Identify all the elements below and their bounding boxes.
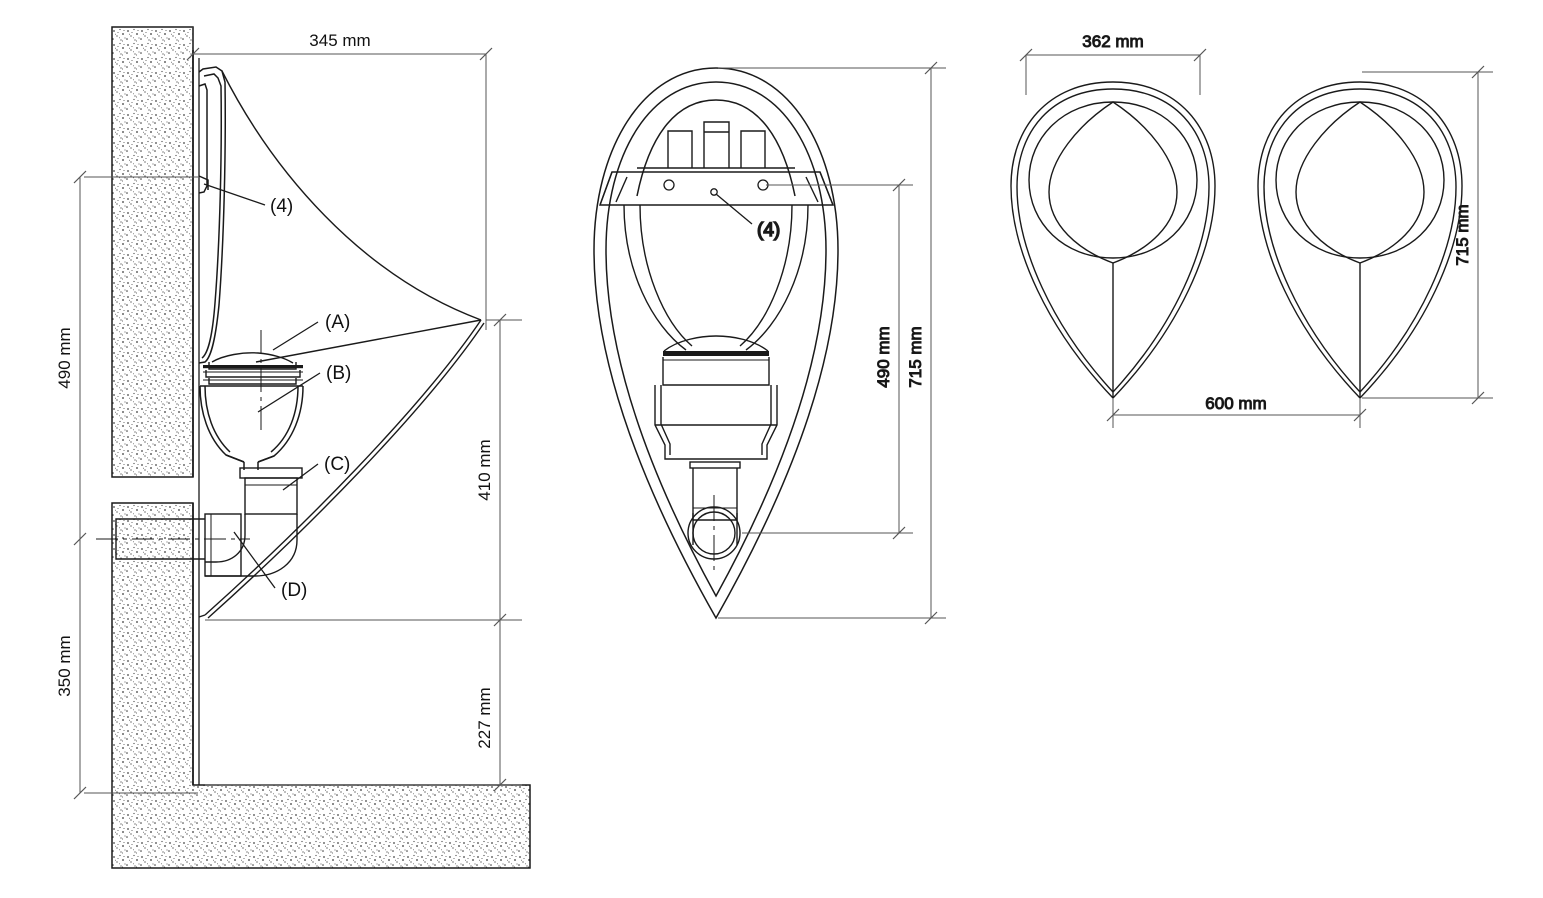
plan-left-rim-circle (1028, 101, 1198, 259)
trap-body-front (654, 385, 778, 460)
bowl-bottom-edge (198, 614, 206, 618)
dimension-490-side: 490 mm (55, 170, 198, 546)
callout-4-side-label: (4) (270, 196, 293, 217)
callout-d-label: (D) (281, 580, 307, 601)
hood-arc (636, 99, 796, 197)
dimension-362: 362 mm (1019, 32, 1207, 95)
dimension-350-label: 350 mm (55, 635, 74, 696)
bowl-inner-walls (623, 204, 809, 351)
dimension-715-front-label: 715 mm (906, 326, 925, 387)
callout-leaders-side (203, 183, 321, 589)
plan-right-rim-circle (1275, 101, 1445, 259)
dimension-600-label: 600 mm (1205, 394, 1266, 413)
flush-plate (599, 171, 835, 206)
urinal-body-profile (198, 66, 226, 364)
dimension-410-label: 410 mm (475, 439, 494, 500)
dimension-715-front: 715 mm (718, 61, 946, 625)
trap-outlet-connector (239, 467, 303, 515)
dimension-345-label: 345 mm (309, 31, 370, 50)
front-outer-outline (593, 67, 839, 620)
callout-b-label: (B) (326, 363, 351, 384)
dimension-227: 227 mm (205, 620, 522, 792)
side-section-view: 345 mm 490 mm 350 mm (55, 26, 531, 869)
dimension-715-plan: 715 mm (1362, 65, 1493, 405)
plan-view-left: 362 mm (1010, 32, 1216, 400)
callout-c-label: (C) (324, 454, 350, 475)
front-elevation-view: 490 mm 715 mm (4) (593, 61, 946, 625)
dimension-410: 410 mm (205, 313, 522, 627)
dimension-227-label: 227 mm (475, 687, 494, 748)
outlet-flange-assembly (203, 352, 303, 385)
dimension-362-label: 362 mm (1082, 32, 1143, 51)
dimension-490-front: 490 mm (742, 178, 913, 540)
plan-right-inner-bowl (1295, 101, 1425, 264)
dimension-490-side-label: 490 mm (55, 327, 74, 388)
bowl-projection-curve (204, 70, 485, 619)
dimension-345: 345 mm (186, 27, 493, 330)
plan-view-right: 715 mm 600 mm (1106, 65, 1493, 428)
dimension-600: 600 mm (1106, 394, 1367, 428)
front-inner-outline (605, 81, 827, 598)
dimension-350: 350 mm (55, 539, 198, 800)
callout-4-front-leader (715, 193, 753, 225)
dimension-490-front-label: 490 mm (874, 326, 893, 387)
callout-a-label: (A) (325, 312, 350, 333)
grating-bars (637, 121, 795, 169)
callout-4-front-label: (4) (757, 220, 780, 241)
wall-concrete-hatch (111, 26, 531, 869)
outlet-collar (662, 335, 770, 386)
plan-left-inner-bowl (1048, 101, 1178, 264)
trap-body (199, 385, 304, 470)
fixing-holes (663, 179, 769, 196)
dimension-715-plan-label: 715 mm (1453, 204, 1472, 265)
